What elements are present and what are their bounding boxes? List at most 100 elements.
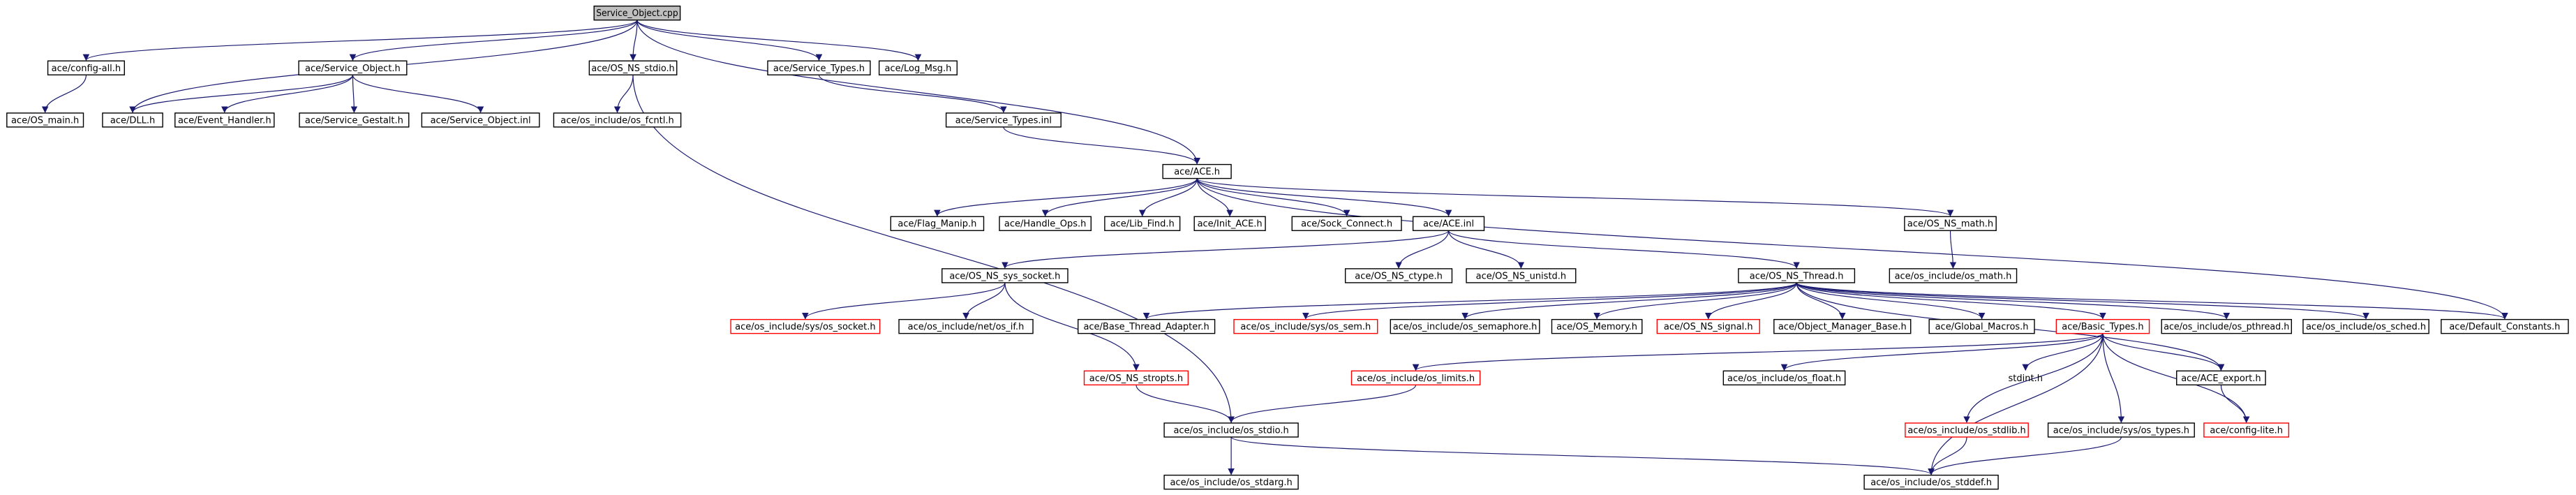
node-box [1928,318,2035,334]
node-os-socket[interactable]: ace/os_include/sys/os_socket.h [730,318,881,334]
node-os-if[interactable]: ace/os_include/net/os_if.h [898,318,1034,334]
node-label: ace/OS_NS_math.h [1907,219,1993,230]
edge-os_ns_thread-to-os_semaphore [1461,282,1797,320]
node-box [1412,216,1485,231]
node-box [1773,318,1912,334]
node-os-stddef[interactable]: ace/os_include/os_stddef.h [1863,474,1999,490]
node-label: ace/OS_NS_stropts.h [1089,374,1183,384]
edge-basic_types-to-config_lite [2102,333,2250,423]
node-init-ace[interactable]: ace/Init_ACE.h [1193,216,1266,231]
edge-ace_h-to-sock_connect [1196,178,1350,217]
node-ace-inl[interactable]: ace/ACE.inl [1412,216,1485,231]
edge-root-to-svc_obj_h [349,20,638,61]
node-flag-manip[interactable]: ace/Flag_Manip.h [890,216,985,231]
node-os-stdio[interactable]: ace/os_include/os_stdio.h [1163,422,1299,438]
edge-basic_types-to-ace_export [2102,333,2225,371]
node-os-ns-sys-socket[interactable]: ace/OS_NS_sys_socket.h [941,268,1069,283]
node-box [1162,163,1232,179]
node-sock-connect[interactable]: ace/Sock_Connect.h [1291,216,1402,231]
node-dll[interactable]: ace/DLL.h [102,112,163,128]
node-os-pthread[interactable]: ace/os_include/os_pthread.h [2161,318,2293,334]
node-base-thread-adapter[interactable]: ace/Base_Thread_Adapter.h [1077,318,1216,334]
node-label: ace/Service_Types.inl [955,115,1052,126]
edge-os_ns_thread-to-os_pthread [1796,282,2230,320]
edge-os_types-to-os_stddef [1928,436,2122,475]
node-svc-obj-inl[interactable]: ace/Service_Object.inl [421,112,540,128]
node-global-macros[interactable]: ace/Global_Macros.h [1928,318,2035,334]
node-label: ace/Handle_Ops.h [1004,219,1086,230]
node-svc-obj-h[interactable]: ace/Service_Object.h [298,60,408,75]
node-box [2441,318,2569,334]
node-os-limits[interactable]: ace/os_include/os_limits.h [1350,370,1481,386]
node-label: ace/OS_main.h [11,115,79,126]
edge-ace_h-to-flag_manip [934,178,1198,217]
node-box [2176,370,2266,386]
edge-basic_types-to-os_float [1780,333,2104,371]
node-box [6,112,84,128]
node-os-sem[interactable]: ace/os_include/sys/os_sem.h [1233,318,1378,334]
node-svc-gestalt[interactable]: ace/Service_Gestalt.h [299,112,410,128]
edge-os_ns_thread-to-os_memory [1593,282,1797,320]
edge-ace_h-to-handle_ops [1041,178,1198,217]
edge-os_ns_thread-to-os_sem [1302,282,1797,320]
node-label: ace/os_include/sys/os_sem.h [1240,322,1371,332]
node-label: ace/config-all.h [52,64,121,74]
node-stdint[interactable]: stdint.h [2003,371,2048,385]
node-os-ns-stropts[interactable]: ace/OS_NS_stropts.h [1083,370,1189,386]
node-label: ace/Default_Constants.h [2449,322,2560,332]
node-os-math[interactable]: ace/os_include/os_math.h [1889,268,2018,283]
node-config-lite[interactable]: ace/config-lite.h [2203,422,2290,438]
node-box [2302,318,2429,334]
node-box [1904,216,1997,231]
node-os-stdarg[interactable]: ace/os_include/os_stdarg.h [1163,474,1299,490]
node-event-handler[interactable]: ace/Event_Handler.h [174,112,275,128]
node-box [1350,370,1481,386]
node-os-main[interactable]: ace/OS_main.h [6,112,84,128]
node-handle-ops[interactable]: ace/Handle_Ops.h [999,216,1092,231]
node-lib-find[interactable]: ace/Lib_Find.h [1104,216,1181,231]
node-os-ns-math[interactable]: ace/OS_NS_math.h [1904,216,1997,231]
node-log-msg[interactable]: ace/Log_Msg.h [878,60,958,75]
node-box [767,60,871,75]
node-label: ace/os_include/os_pthread.h [2164,322,2289,332]
node-ace-export[interactable]: ace/ACE_export.h [2176,370,2266,386]
node-label: ace/Service_Object.inl [431,115,531,126]
node-os-float[interactable]: ace/os_include/os_float.h [1722,370,1846,386]
edge-os_ns_thread-to-base_thread_adapter [1143,282,1797,320]
node-os-ns-ctype[interactable]: ace/OS_NS_ctype.h [1344,268,1453,283]
node-root[interactable]: Service_Object.cpp [593,6,681,21]
edge-ace_h-to-os_ns_math [1196,178,1953,217]
node-os-ns-unistd[interactable]: ace/OS_NS_unistd.h [1466,268,1577,283]
node-ace-h[interactable]: ace/ACE.h [1162,163,1232,179]
node-os-ns-stdio[interactable]: ace/OS_NS_stdio.h [588,60,678,75]
node-label: ace/Basic_Types.h [2062,322,2143,332]
node-box [298,60,408,75]
node-os-stdlib[interactable]: ace/os_include/os_stdlib.h [1905,422,2029,438]
node-os-types[interactable]: ace/os_include/sys/os_types.h [2047,422,2195,438]
node-svc-types-inl[interactable]: ace/Service_Types.inl [945,112,1062,128]
node-box [174,112,275,128]
edge-os_ns_stdio-to-os_stdio [632,75,1235,423]
node-os-ns-thread[interactable]: ace/OS_NS_Thread.h [1738,268,1856,283]
node-os-memory[interactable]: ace/OS_Memory.h [1551,318,1643,334]
node-label: ace/Object_Manager_Base.h [1778,322,1907,332]
node-box [941,268,1069,283]
node-box [1656,318,1760,334]
node-label: ace/ACE_export.h [2181,374,2261,384]
node-os-semaphore[interactable]: ace/os_include/os_semaphore.h [1390,318,1540,334]
node-default-constants[interactable]: ace/Default_Constants.h [2441,318,2569,334]
node-basic-types[interactable]: ace/Basic_Types.h [2055,318,2150,334]
node-label: ace/OS_NS_signal.h [1664,322,1753,332]
node-os-ns-signal[interactable]: ace/OS_NS_signal.h [1656,318,1760,334]
node-obj-mgr-base[interactable]: ace/Object_Manager_Base.h [1773,318,1912,334]
node-label: ace/Service_Gestalt.h [305,115,403,126]
node-svc-types[interactable]: ace/Service_Types.h [767,60,871,75]
node-label: ace/OS_NS_Thread.h [1750,271,1844,281]
node-box [1863,474,1999,490]
node-os-sched[interactable]: ace/os_include/os_sched.h [2302,318,2429,334]
node-os-fcntl[interactable]: ace/os_include/os_fcntl.h [553,112,682,128]
node-box [1722,370,1846,386]
node-box [1163,474,1299,490]
node-config-all[interactable]: ace/config-all.h [47,60,125,75]
